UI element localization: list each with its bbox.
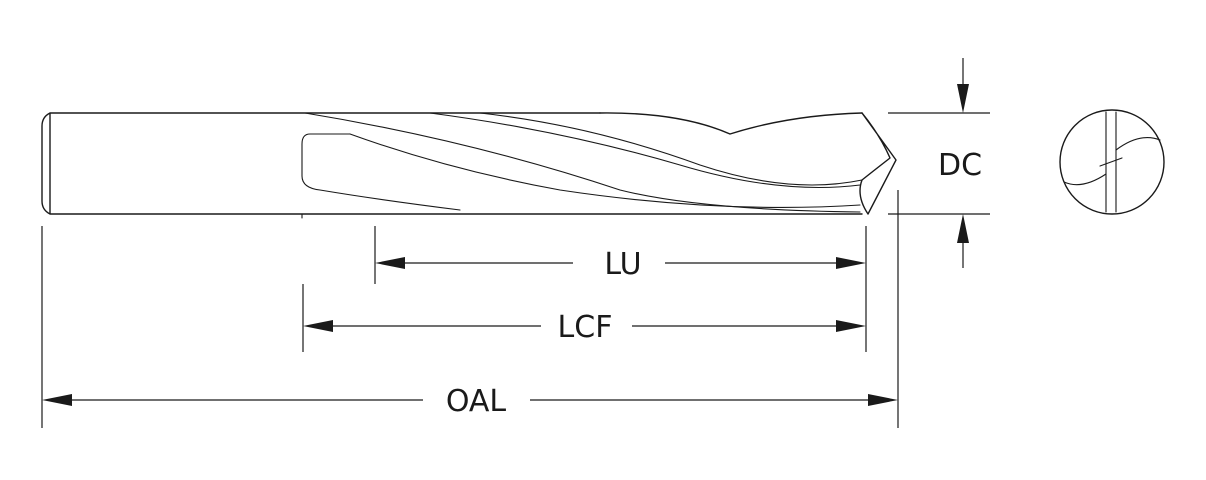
drill-land-curve — [599, 112, 863, 135]
lcf-dimension: LCF — [303, 310, 866, 345]
end-view-web-lines — [1105, 111, 1117, 213]
drill-flute-curve-1 — [304, 112, 861, 213]
lu-dimension: LU — [375, 247, 866, 282]
dc-label: DC — [938, 148, 982, 183]
oal-arrow-left — [42, 394, 72, 406]
lcf-label: LCF — [558, 310, 613, 345]
drill-flute-curve-2 — [349, 133, 861, 209]
drill-flute-curve-3 — [429, 112, 861, 188]
drill-tip — [859, 112, 897, 215]
end-view-flute-lower — [1063, 173, 1107, 186]
oal-dimension: OAL — [42, 384, 898, 419]
drill-flute-pocket — [301, 133, 461, 211]
dc-dimension: DC — [938, 58, 982, 268]
drill-flute-curve-4 — [479, 112, 863, 186]
drill-end-view — [1059, 109, 1165, 215]
drill-side-view — [41, 112, 897, 219]
oal-arrow-right — [868, 394, 898, 406]
dc-arrow-top — [957, 84, 969, 113]
lu-arrow-left — [375, 257, 405, 269]
drill-shank-outline — [41, 112, 863, 215]
extension-lines — [41, 112, 990, 428]
lcf-arrow-left — [303, 320, 333, 332]
end-view-chisel-edge — [1099, 157, 1123, 167]
dc-arrow-bottom — [957, 214, 969, 243]
end-view-flute-upper — [1115, 137, 1161, 151]
end-view-outer-circle — [1059, 109, 1165, 215]
lcf-arrow-right — [836, 320, 866, 332]
lu-arrow-right — [836, 257, 866, 269]
oal-label: OAL — [446, 384, 507, 419]
lu-label: LU — [604, 247, 641, 282]
